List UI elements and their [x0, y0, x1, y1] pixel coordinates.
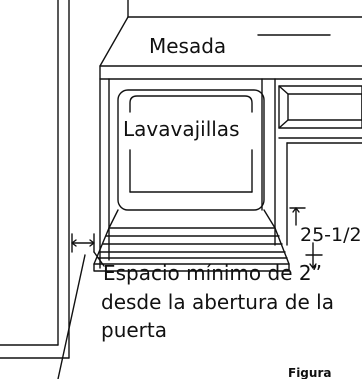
clearance-label-line3: puerta [101, 318, 167, 342]
dishwasher-label: Lavavajillas [122, 117, 241, 141]
adjacent-cabinet [274, 78, 362, 246]
height-dimension-label: 25-1/2" [300, 224, 362, 246]
figure-caption: Figura [288, 366, 332, 379]
clearance-marker [57, 233, 105, 379]
dishwasher [108, 78, 276, 261]
clearance-label-line2: desde la abertura de la [101, 290, 334, 314]
side-wall [0, 0, 70, 359]
clearance-label-line1: Espacio mínimo de 2” [103, 261, 322, 285]
height-dimension-marker [289, 207, 323, 269]
open-door [93, 227, 290, 272]
countertop [99, 0, 362, 269]
countertop-label: Mesada [149, 34, 227, 58]
